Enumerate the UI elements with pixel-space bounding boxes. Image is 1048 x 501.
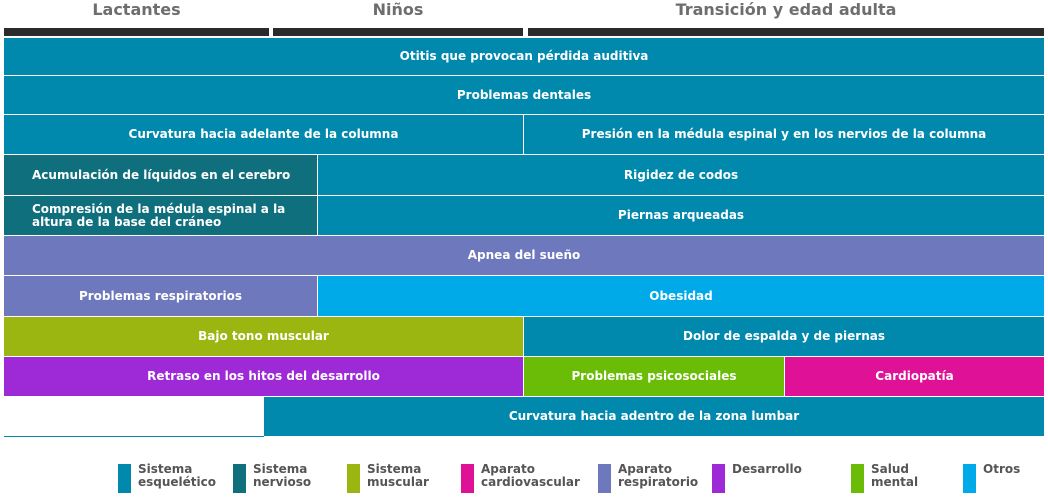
- baseline: [4, 436, 264, 437]
- legend-swatch: [963, 464, 976, 493]
- legend-swatch: [851, 464, 864, 493]
- legend-swatch: [118, 464, 131, 493]
- stage-header-lactantes: Lactantes: [92, 0, 181, 19]
- bar-compresion-medula: Compresión de la médula espinal a la alt…: [4, 196, 318, 236]
- bar-retraso-hitos: Retraso en los hitos del desarrollo: [4, 357, 524, 397]
- bar-problemas-dentales: Problemas dentales: [4, 76, 1045, 115]
- legend-label: Desarrollo: [732, 462, 802, 476]
- bar-dolor-espalda: Dolor de espalda y de piernas: [524, 317, 1045, 357]
- legend-label: Sistema muscular: [367, 462, 429, 489]
- bar-problemas-respiratorios: Problemas respiratorios: [4, 276, 318, 317]
- legend-swatch: [347, 464, 360, 493]
- legend-label: Aparato respiratorio: [618, 462, 699, 489]
- bar-otitis: Otitis que provocan pérdida auditiva: [4, 38, 1045, 76]
- legend-swatch: [598, 464, 611, 493]
- stage-bar-lactantes: [4, 28, 269, 36]
- stage-header-transicion: Transición y edad adulta: [675, 0, 897, 19]
- bar-curvatura-adentro: Curvatura hacia adentro de la zona lumba…: [264, 397, 1045, 437]
- bar-bajo-tono-muscular: Bajo tono muscular: [4, 317, 524, 357]
- bar-problemas-psicosociales: Problemas psicosociales: [524, 357, 785, 397]
- bar-cardiopatia: Cardiopatía: [785, 357, 1045, 397]
- legend-label: Sistema nervioso: [253, 462, 312, 489]
- legend-swatch: [233, 464, 246, 493]
- stage-bar-transicion: [528, 28, 1044, 36]
- stage-bar-ninos: [273, 28, 523, 36]
- legend-swatch: [461, 464, 474, 493]
- bar-obesidad: Obesidad: [318, 276, 1045, 317]
- legend-label: Aparato cardiovascular: [481, 462, 580, 489]
- bar-presion-medula: Presión en la médula espinal y en los ne…: [524, 115, 1045, 155]
- legend-swatch: [712, 464, 725, 493]
- bar-acumulacion-liquidos: Acumulación de líquidos en el cerebro: [4, 155, 318, 196]
- legend-label: Otros: [983, 462, 1021, 476]
- bar-apnea-sueno: Apnea del sueño: [4, 236, 1045, 276]
- bar-rigidez-codos: Rigidez de codos: [318, 155, 1045, 196]
- bar-piernas-arqueadas: Piernas arqueadas: [318, 196, 1045, 236]
- legend-label: Sistema esquelético: [138, 462, 217, 489]
- bar-curvatura-adelante: Curvatura hacia adelante de la columna: [4, 115, 524, 155]
- legend: Sistema esquelético Sistema nervioso Sis…: [0, 462, 1048, 498]
- stage-header-ninos: Niños: [372, 0, 424, 19]
- legend-label: Salud mental: [871, 462, 919, 489]
